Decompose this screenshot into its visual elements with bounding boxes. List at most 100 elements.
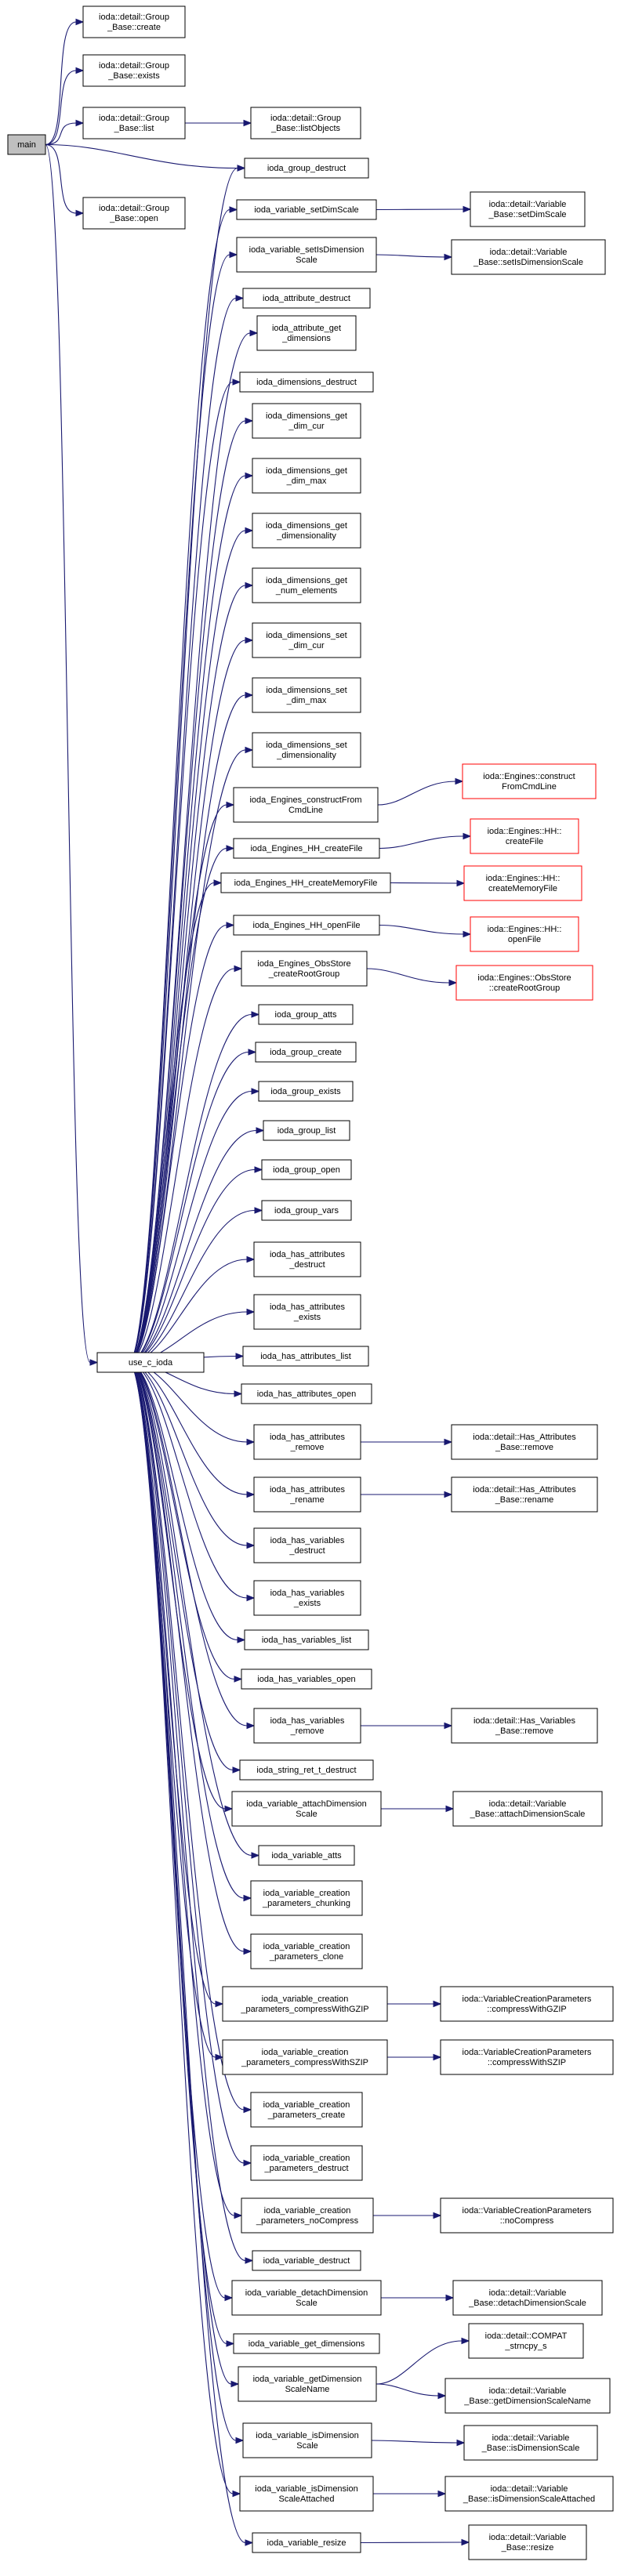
- node-hv-exists[interactable]: ioda_has_variables_exists: [253, 1580, 361, 1616]
- node-ha-destruct[interactable]: ioda_has_attributes_destruct: [253, 1241, 361, 1277]
- node-label: ioda::detail::Variable: [489, 2386, 567, 2396]
- node-group-destruct[interactable]: ioda_group_destruct: [244, 158, 369, 179]
- edge-line: [128, 420, 246, 1364]
- node-box: [239, 1759, 374, 1781]
- node-hab-rename[interactable]: ioda::detail::Has_Attributes_Base::renam…: [451, 1476, 598, 1513]
- node-var-setisdimscale[interactable]: ioda_variable_setIsDimensionScale: [236, 237, 377, 273]
- node-box: [250, 2092, 363, 2128]
- node-label: CmdLine: [288, 806, 323, 815]
- node-ext-szip[interactable]: ioda::VariableCreationParameters::compre…: [440, 2039, 614, 2075]
- node-grp-listobjects[interactable]: ioda::detail::Group_Base::listObjects: [250, 107, 361, 139]
- node-main[interactable]: main: [7, 134, 46, 155]
- node-group-atts[interactable]: ioda_group_atts: [258, 1004, 354, 1025]
- node-ext-gzip[interactable]: ioda::VariableCreationParameters::compre…: [440, 1986, 614, 2022]
- node-vcp-destruct[interactable]: ioda_variable_creation_parameters_destru…: [250, 2145, 363, 2181]
- node-hv-open[interactable]: ioda_has_variables_open: [241, 1668, 372, 1690]
- node-eng-hh-creatememfile[interactable]: ioda_Engines_HH_createMemoryFile: [220, 872, 391, 893]
- node-label: _Base::isDimensionScale: [481, 2444, 580, 2453]
- node-attr-get-dims[interactable]: ioda_attribute_get_dimensions: [256, 315, 357, 351]
- node-vcp-chunking[interactable]: ioda_variable_creation_parameters_chunki…: [250, 1880, 363, 1916]
- node-var-detachdimscale[interactable]: ioda_variable_detachDimensionScale: [231, 2280, 382, 2316]
- node-dims-destruct[interactable]: ioda_dimensions_destruct: [239, 371, 374, 393]
- node-vcp-create[interactable]: ioda_variable_creation_parameters_create: [250, 2092, 363, 2128]
- node-use-c-ioda[interactable]: use_c_ioda: [96, 1352, 205, 1373]
- edge-arrowhead: [224, 2294, 234, 2302]
- node-ext-hh-creatememfile[interactable]: ioda::Engines::HH::createMemoryFile: [463, 865, 582, 901]
- node-label: ioda_Engines_HH_openFile: [253, 921, 361, 930]
- node-var-destruct[interactable]: ioda_variable_destruct: [252, 2250, 361, 2271]
- node-eng-hh-openfile[interactable]: ioda_Engines_HH_openFile: [233, 915, 380, 936]
- node-label: ioda_dimensions_set: [266, 741, 346, 750]
- node-group-exists[interactable]: ioda_group_exists: [258, 1081, 354, 1102]
- node-ha-open[interactable]: ioda_has_attributes_open: [241, 1383, 372, 1404]
- edge-main-to-grp-create: [45, 18, 85, 146]
- edge-line: [45, 143, 91, 1364]
- node-attr-destruct[interactable]: ioda_attribute_destruct: [242, 288, 371, 309]
- node-dims-set-dimensionality[interactable]: ioda_dimensions_set_dimensionality: [252, 732, 361, 768]
- node-grp-create[interactable]: ioda::detail::Group_Base::create: [82, 5, 186, 38]
- node-group-vars[interactable]: ioda_group_vars: [261, 1200, 352, 1221]
- node-string-ret[interactable]: ioda_string_ret_t_destruct: [239, 1759, 374, 1781]
- node-var-get-dims[interactable]: ioda_variable_get_dimensions: [233, 2333, 380, 2354]
- node-label: ioda_has_attributes_list: [260, 1352, 351, 1361]
- edge-var-resize-to-vb-resize: [360, 2538, 470, 2546]
- node-var-setdimscale[interactable]: ioda_variable_setDimScale: [236, 199, 377, 220]
- node-vb-setisdimscale[interactable]: ioda::detail::Variable_Base::setIsDimens…: [451, 239, 606, 275]
- node-compat-strncpy[interactable]: ioda::detail::COMPAT_strncpy_s: [468, 2323, 584, 2359]
- node-ext-hh-openfile[interactable]: ioda::Engines::HH::openFile: [470, 916, 579, 952]
- node-eng-obsstore[interactable]: ioda_Engines_ObsStore_createRootGroup: [241, 951, 368, 987]
- edge-use-c-ioda-to-var-isdimscaleattached: [128, 1361, 241, 2498]
- node-label: _dim_max: [286, 696, 327, 705]
- node-vb-getdimscalename[interactable]: ioda::detail::Variable_Base::getDimensio…: [444, 2378, 611, 2414]
- node-dims-get-dim-cur[interactable]: ioda_dimensions_get_dim_cur: [252, 403, 361, 439]
- node-group-open[interactable]: ioda_group_open: [261, 1159, 352, 1180]
- edge-use-c-ioda-to-var-getdimscalename: [128, 1361, 240, 2388]
- node-var-attachdimscale[interactable]: ioda_variable_attachDimensionScale: [231, 1791, 382, 1827]
- node-group-create[interactable]: ioda_group_create: [255, 1042, 357, 1063]
- node-dims-get-dim-max[interactable]: ioda_dimensions_get_dim_max: [252, 458, 361, 494]
- node-label: ioda_has_variables: [270, 1716, 345, 1726]
- node-var-isdimscale[interactable]: ioda_variable_isDimensionScale: [242, 2422, 372, 2458]
- node-var-resize[interactable]: ioda_variable_resize: [252, 2532, 361, 2553]
- node-vb-detachdimscale[interactable]: ioda::detail::Variable_Base::detachDimen…: [452, 2280, 603, 2316]
- node-vb-isdimscaleattached[interactable]: ioda::detail::Variable_Base::isDimension…: [444, 2476, 614, 2512]
- node-hvb-remove[interactable]: ioda::detail::Has_Variables_Base::remove: [451, 1708, 598, 1744]
- node-ha-list[interactable]: ioda_has_attributes_list: [242, 1346, 369, 1367]
- node-ha-rename[interactable]: ioda_has_attributes_rename: [253, 1476, 361, 1513]
- node-vcp-gzip[interactable]: ioda_variable_creation_parameters_compre…: [222, 1986, 388, 2022]
- node-eng-hh-createfile[interactable]: ioda_Engines_HH_createFile: [233, 838, 380, 859]
- node-box: [242, 288, 371, 309]
- node-ext-obsstore[interactable]: ioda::Engines::ObsStore::createRootGroup: [455, 965, 593, 1001]
- node-dims-set-dim-cur[interactable]: ioda_dimensions_set_dim_cur: [252, 622, 361, 658]
- node-grp-exists[interactable]: ioda::detail::Group_Base::exists: [82, 54, 186, 87]
- node-ext-nocompress[interactable]: ioda::VariableCreationParameters::noComp…: [440, 2197, 614, 2234]
- node-hv-destruct[interactable]: ioda_has_variables_destruct: [253, 1527, 361, 1563]
- node-vcp-nocompress[interactable]: ioda_variable_creation_parameters_noComp…: [241, 2197, 374, 2234]
- node-dims-get-num-elements[interactable]: ioda_dimensions_get_num_elements: [252, 567, 361, 603]
- node-vcp-clone[interactable]: ioda_variable_creation_parameters_clone: [250, 1933, 363, 1969]
- node-var-atts[interactable]: ioda_variable_atts: [258, 1845, 355, 1866]
- node-var-getdimscalename[interactable]: ioda_variable_getDimensionScaleName: [238, 2366, 377, 2402]
- node-group-list[interactable]: ioda_group_list: [263, 1120, 350, 1141]
- node-vb-isdimscale[interactable]: ioda::detail::Variable_Base::isDimension…: [463, 2425, 598, 2461]
- node-grp-open[interactable]: ioda::detail::Group_Base::open: [82, 197, 186, 230]
- node-var-isdimscaleattached[interactable]: ioda_variable_isDimensionScaleAttached: [239, 2476, 374, 2512]
- node-ha-exists[interactable]: ioda_has_attributes_exists: [253, 1294, 361, 1330]
- node-ha-remove[interactable]: ioda_has_attributes_remove: [253, 1424, 361, 1460]
- node-hab-remove[interactable]: ioda::detail::Has_Attributes_Base::remov…: [451, 1424, 598, 1460]
- edge-line: [375, 2383, 439, 2397]
- node-vb-setdimscale[interactable]: ioda::detail::Variable_Base::setDimScale: [470, 191, 586, 227]
- edge-arrowhead: [245, 636, 254, 644]
- node-vb-attachdimscale[interactable]: ioda::detail::Variable_Base::attachDimen…: [452, 1791, 603, 1827]
- node-grp-list[interactable]: ioda::detail::Group_Base::list: [82, 107, 186, 139]
- node-hv-list[interactable]: ioda_has_variables_list: [244, 1629, 369, 1650]
- node-ext-hh-createfile[interactable]: ioda::Engines::HH::createFile: [470, 818, 579, 854]
- node-dims-set-dim-max[interactable]: ioda_dimensions_set_dim_max: [252, 677, 361, 713]
- edge-line: [128, 1361, 245, 1952]
- node-dims-get-dimensionality[interactable]: ioda_dimensions_get_dimensionality: [252, 513, 361, 549]
- node-vb-resize[interactable]: ioda::detail::Variable_Base::resize: [468, 2524, 587, 2560]
- node-vcp-szip[interactable]: ioda_variable_creation_parameters_compre…: [222, 2039, 388, 2075]
- node-hv-remove[interactable]: ioda_has_variables_remove: [253, 1708, 361, 1744]
